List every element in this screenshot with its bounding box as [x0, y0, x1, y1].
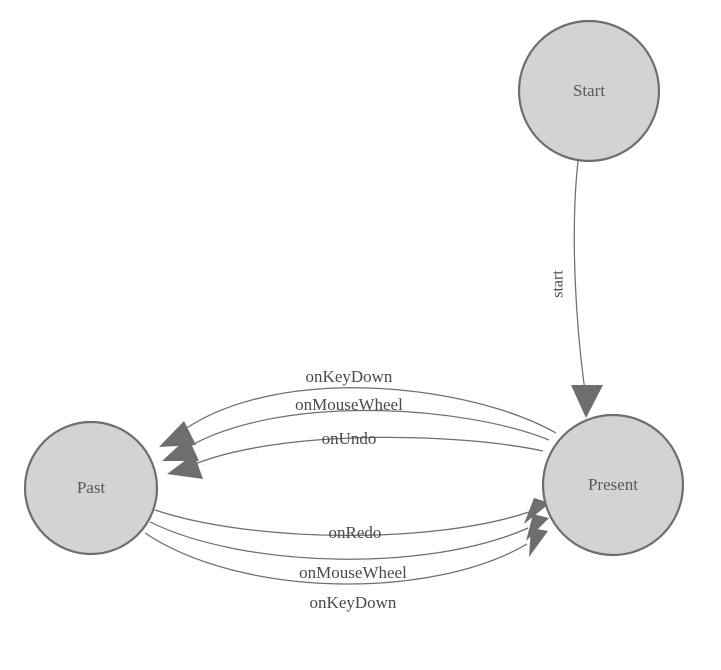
node-present-circle [541, 413, 685, 557]
edge-start-to-present[interactable]: start [550, 160, 603, 418]
edge-present-to-past-onmousewheel[interactable]: onMouseWheel [162, 395, 550, 461]
edge-past-to-present-onmousewheel[interactable]: onMouseWheel [149, 514, 549, 582]
edge-present-to-past-onkeydown-path [177, 387, 557, 435]
arrowhead-into-past-3 [167, 454, 203, 479]
arrowhead-into-present-top [571, 385, 603, 418]
node-past[interactable]: Past [23, 420, 159, 556]
edge-past-to-present-onredo-path [154, 509, 530, 536]
edge-label-present-past-onmousewheel: onMouseWheel [295, 395, 403, 414]
edge-past-to-present-onmousewheel-path [149, 521, 529, 560]
node-present-label: Present [588, 475, 638, 494]
node-start[interactable]: Start [517, 19, 661, 163]
node-past-label: Past [77, 478, 106, 497]
edge-present-to-past-onundo[interactable]: onUndo [167, 429, 544, 479]
edge-label-past-present-onredo: onRedo [329, 523, 382, 542]
edge-label-past-present-onmousewheel: onMouseWheel [299, 563, 407, 582]
edge-label-start: start [550, 270, 567, 298]
arrowhead-into-past-2 [162, 437, 199, 461]
edge-label-past-present-onkeydown: onKeyDown [310, 593, 397, 612]
edge-start-to-present-path [573, 160, 587, 399]
edge-present-to-past-onmousewheel-path [182, 409, 550, 451]
edge-past-to-present-onkeydown-path [144, 532, 528, 585]
edge-past-to-present-onredo[interactable]: onRedo [154, 498, 550, 542]
edge-present-to-past-onundo-path [189, 436, 544, 467]
edge-label-present-past-onkeydown: onKeyDown [306, 367, 393, 386]
node-present[interactable]: Present [541, 413, 685, 557]
arrowhead-into-present-1 [524, 498, 550, 524]
node-start-circle [517, 19, 661, 163]
arrowhead-into-present-3 [529, 528, 548, 557]
edge-past-to-present-onkeydown[interactable]: onKeyDown [144, 528, 548, 612]
node-past-circle [23, 420, 159, 556]
edge-label-present-past-onundo: onUndo [322, 429, 377, 448]
node-start-label: Start [573, 81, 605, 100]
